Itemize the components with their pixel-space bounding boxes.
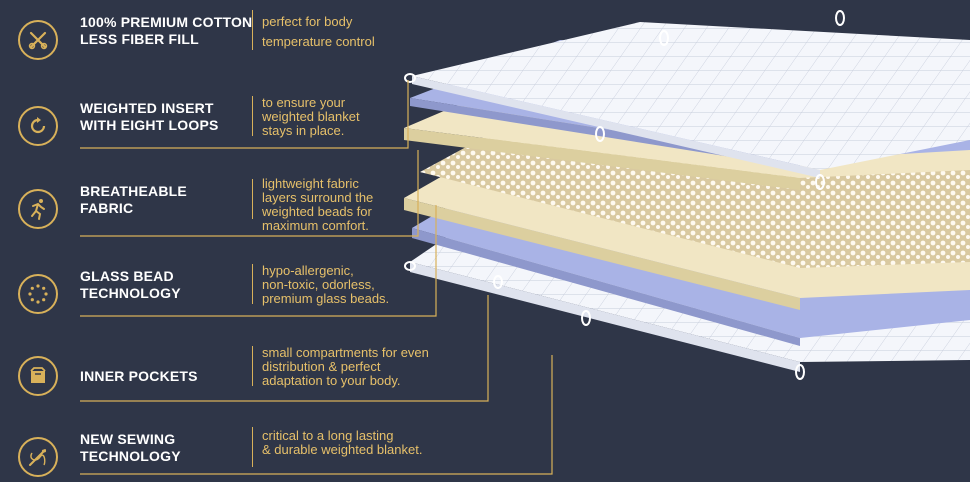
feature-description-line: & durable weighted blanket. (262, 442, 423, 457)
feature-description: hypo-allergenic,non-toxic, odorless,prem… (262, 264, 389, 306)
feature-description-line: premium glass beads. (262, 291, 390, 306)
runner-icon (18, 189, 58, 229)
feature-title-line: LESS FIBER FILL (80, 31, 199, 47)
feature-title-line: BREATHEABLE (80, 183, 187, 199)
feature-description-line: lightweight fabric (262, 176, 359, 191)
feature-description-line: layers surround the (262, 190, 374, 205)
feature-divider (252, 96, 253, 136)
feature-row: INNER POCKETS small compartments for even… (0, 344, 470, 414)
feature-description-line: weighted beads for (262, 204, 372, 219)
feature-description-line: distribution & perfect (262, 359, 381, 374)
feature-title-line: GLASS BEAD (80, 268, 174, 284)
loop-arrow-icon (18, 106, 58, 146)
feature-description-line: maximum comfort. (262, 218, 369, 233)
feature-divider (252, 427, 253, 467)
feature-title-line: WEIGHTED INSERT (80, 100, 214, 116)
feature-description-line: to ensure your (262, 95, 346, 110)
feature-divider (252, 346, 253, 386)
feature-title-line: 100% PREMIUM COTTON (80, 14, 253, 30)
feature-divider (252, 179, 253, 219)
scissors-x-icon (18, 20, 58, 60)
feature-description-line: perfect for body (262, 14, 353, 29)
top-cotton-layer (412, 22, 970, 178)
feature-description-line: stays in place. (262, 123, 345, 138)
feature-description-line: critical to a long lasting (262, 428, 394, 443)
feature-description-line: non-toxic, odorless, (262, 277, 375, 292)
feature-title-line: NEW SEWING (80, 431, 176, 447)
feature-description-line: weighted blanket (262, 109, 360, 124)
feature-title-line: FABRIC (80, 200, 134, 216)
needle-thread-icon (18, 437, 58, 477)
feature-description-line: small compartments for even (262, 345, 429, 360)
feature-title-line: INNER POCKETS (80, 368, 198, 384)
feature-description-line: hypo-allergenic, (262, 263, 354, 278)
leader-lines (80, 80, 553, 475)
feature-description-line: temperature control (262, 34, 375, 49)
feature-title-line: TECHNOLOGY (80, 448, 181, 464)
feature-title-line: TECHNOLOGY (80, 285, 181, 301)
feature-title-line: WITH EIGHT LOOPS (80, 117, 219, 133)
feature-description: perfect for body temperature control (262, 12, 375, 52)
feature-divider (252, 10, 253, 50)
bead-ring-icon (18, 274, 58, 314)
feature-divider (252, 264, 253, 304)
feature-description: critical to a long lasting& durable weig… (262, 429, 422, 457)
feature-description-line: adaptation to your body. (262, 373, 401, 388)
corner-loops (404, 10, 845, 380)
feature-title: INNER POCKETS (80, 368, 198, 385)
pocket-box-icon (18, 356, 58, 396)
